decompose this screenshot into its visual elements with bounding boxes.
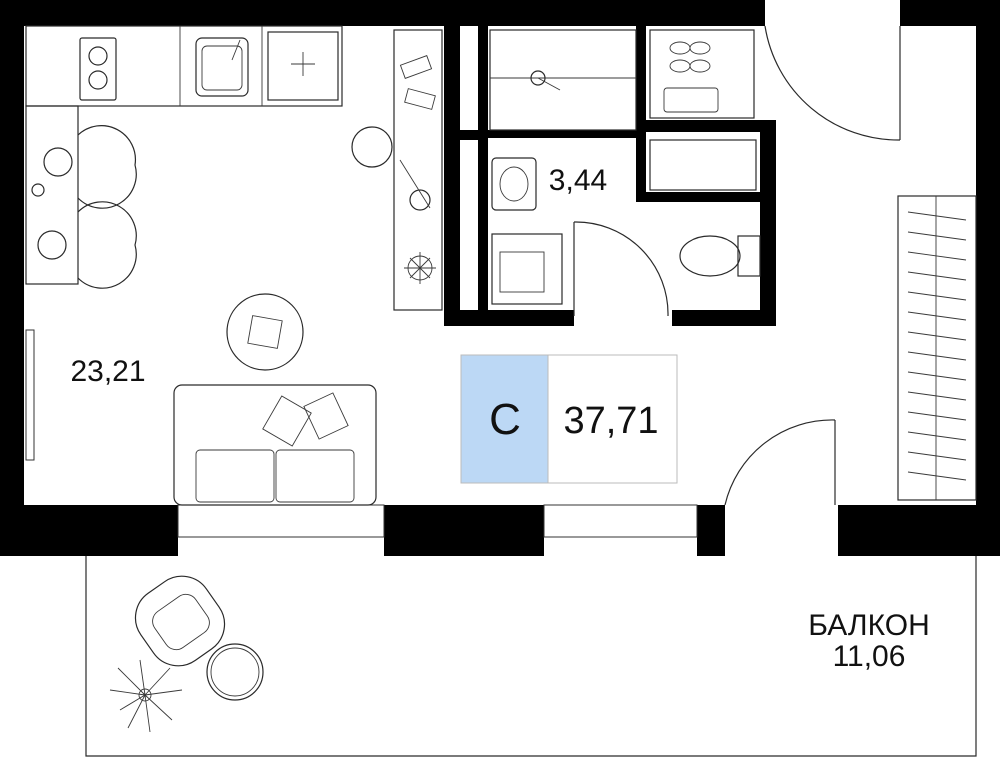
apartment-type-badge: [460, 354, 549, 484]
sofa-icon: [173, 384, 377, 506]
washing-machine-icon: [491, 233, 563, 305]
coffee-table-icon: [206, 643, 264, 701]
living-room-area-label: 23,21: [70, 355, 145, 388]
shower-icon: [489, 29, 637, 131]
balcony-area-label: 11,06: [833, 640, 906, 673]
bathroom-area-label: 3,44: [549, 164, 607, 197]
coffee-table-icon: [226, 293, 304, 371]
windows: [25, 329, 698, 538]
apartment-badge: С 37,71: [460, 354, 678, 484]
apartment-total-area: 37,71: [563, 400, 658, 442]
balcony-name-label: БАЛКОН: [808, 609, 930, 642]
kitchen: [25, 25, 343, 285]
balcony-outline: [85, 556, 977, 757]
shelf: [351, 29, 443, 311]
toilet-icon: [679, 235, 761, 277]
walls: [0, 0, 1000, 556]
fridge-icon: [267, 31, 339, 101]
plant-icon: [404, 252, 436, 284]
storage-shelf: [649, 29, 757, 191]
stove-icon: [79, 37, 117, 101]
washbasin-icon: [491, 157, 537, 211]
armchair-icon: [134, 575, 226, 667]
apartment-type-label: С: [489, 395, 521, 444]
door-icon: [573, 25, 901, 506]
plant-icon: [109, 659, 183, 733]
chair-icon: [77, 125, 137, 289]
sink-icon: [195, 37, 249, 97]
wardrobe-icon: [897, 195, 977, 501]
